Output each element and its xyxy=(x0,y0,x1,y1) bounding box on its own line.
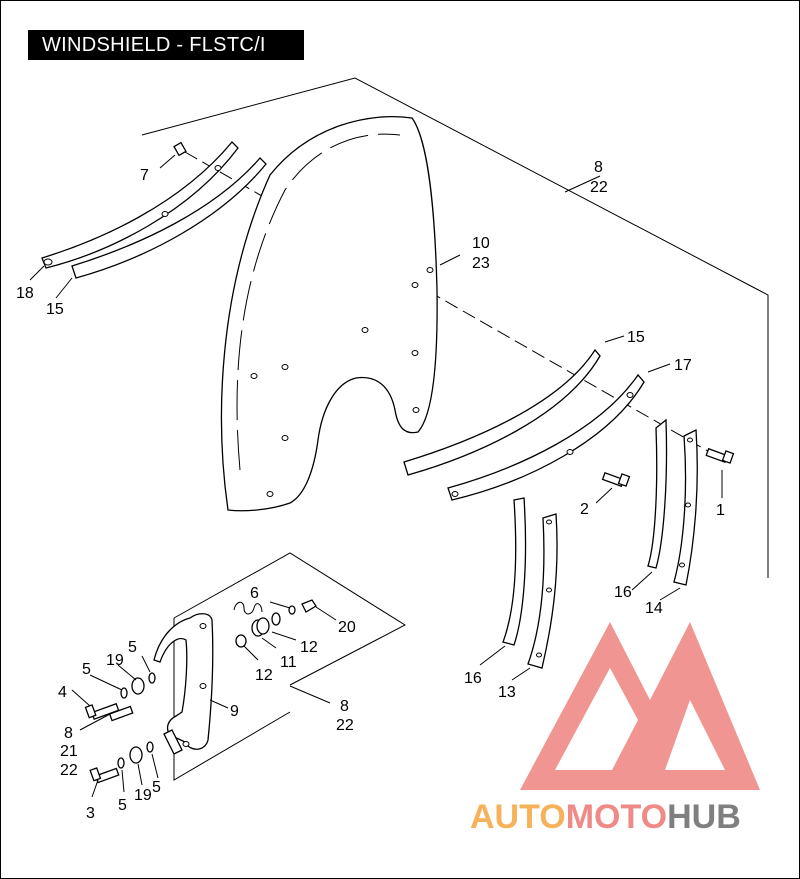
windshield-edge-highlight xyxy=(236,133,401,471)
callout-12-right: 12 xyxy=(300,639,318,656)
screw-7 xyxy=(173,141,187,157)
callout-7: 7 xyxy=(140,167,149,184)
latch-tab xyxy=(163,729,183,755)
diagram-title: WINDSHIELD - FLSTC/I xyxy=(28,30,304,60)
vertical-strip-16-left xyxy=(502,497,527,646)
hardware-inset-frame-top xyxy=(173,552,407,686)
callout-21: 21 xyxy=(60,743,78,760)
left-bracket xyxy=(41,141,239,269)
callout-23: 23 xyxy=(472,255,490,272)
callout-12-left: 12 xyxy=(255,667,273,684)
callout-16-left: 16 xyxy=(464,670,482,687)
latch-bracket-9 xyxy=(153,613,214,750)
callout-4: 4 xyxy=(58,684,67,701)
assembly-frame-line xyxy=(141,77,769,578)
callout-11: 11 xyxy=(280,654,297,671)
leader-lines xyxy=(29,154,723,798)
windshield-glass xyxy=(220,115,438,512)
callout-8-main: 8 xyxy=(594,159,603,176)
callout-8-inset: 8 xyxy=(340,698,349,715)
callout-16-right: 16 xyxy=(614,584,632,601)
callout-5-upper-left: 5 xyxy=(82,661,91,678)
hardware-inset-frame-bottom xyxy=(173,618,291,781)
spring-6 xyxy=(233,601,263,615)
callout-22-inset: 22 xyxy=(336,717,354,734)
bolt-stack-lower xyxy=(89,741,154,784)
callout-8-bolt: 8 xyxy=(64,725,73,742)
callout-5-top: 5 xyxy=(128,639,137,656)
watermark-auto: AUTO xyxy=(470,798,566,836)
callout-13: 13 xyxy=(498,684,516,701)
callout-10: 10 xyxy=(472,235,490,252)
callout-6: 6 xyxy=(250,585,259,602)
watermark-triangle-icon xyxy=(520,622,760,790)
callout-22-main: 22 xyxy=(590,179,608,196)
vertical-bracket-13 xyxy=(527,513,558,669)
vertical-bracket-14 xyxy=(673,428,698,586)
screw-1 xyxy=(705,447,735,464)
callout-19-bottom: 19 xyxy=(134,787,152,804)
bolt-stack-upper xyxy=(84,672,156,722)
left-trim-strip xyxy=(71,157,267,279)
watermark-moto: MOTO xyxy=(566,798,667,836)
callout-9: 9 xyxy=(230,703,239,720)
hardware-stack-top xyxy=(235,599,317,648)
callout-14: 14 xyxy=(645,600,663,617)
callout-1: 1 xyxy=(716,502,725,519)
vertical-strip-16-right xyxy=(647,418,668,569)
watermark-hub: HUB xyxy=(667,798,741,836)
callout-3: 3 xyxy=(86,805,95,822)
right-bracket xyxy=(447,373,645,501)
watermark-text: AUTOMOTOHUB xyxy=(470,798,741,836)
callout-15-left: 15 xyxy=(46,301,64,318)
callout-20: 20 xyxy=(338,619,356,636)
windshield-mount-holes xyxy=(250,267,434,497)
callout-15-right: 15 xyxy=(627,329,645,346)
right-trim-strip xyxy=(403,348,601,476)
watermark-logo xyxy=(520,622,760,790)
callout-17: 17 xyxy=(674,357,692,374)
callout-18: 18 xyxy=(16,285,34,302)
callout-19-top: 19 xyxy=(106,652,124,669)
callout-2: 2 xyxy=(580,501,589,518)
screw-2 xyxy=(601,471,631,488)
callout-5-lower-left: 5 xyxy=(118,797,127,814)
callout-5-bottom: 5 xyxy=(152,779,161,796)
callout-22-bolt: 22 xyxy=(60,762,78,779)
